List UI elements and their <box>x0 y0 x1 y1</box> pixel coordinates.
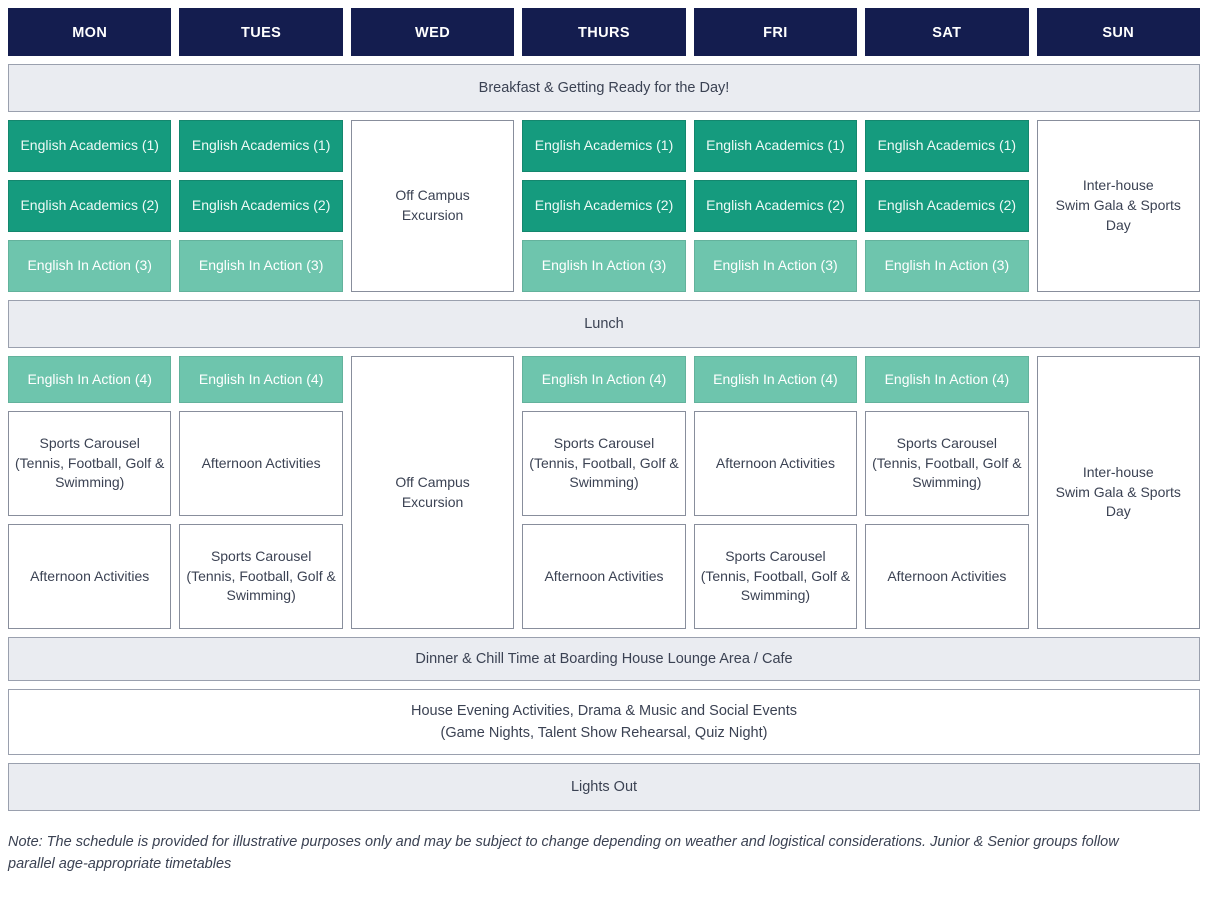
afternoon-column-tues: English In Action (4) Afternoon Activitie… <box>179 356 343 629</box>
banner-dinner: Dinner & Chill Time at Boarding House Lo… <box>8 637 1200 681</box>
morning-block-full[interactable]: Inter-house Swim Gala & Sports Day <box>1036 120 1200 292</box>
afternoon-block[interactable]: Sports Carousel (Tennis, Football, Golf … <box>693 524 858 629</box>
morning-column-fri: English Academics (1) English Academics (… <box>693 120 858 292</box>
afternoon-column-sun: Inter-house Swim Gala & Sports Day <box>1036 356 1200 629</box>
morning-block[interactable]: English Academics (2) <box>522 180 686 232</box>
evening-line-1: House Evening Activities, Drama & Music … <box>410 702 798 719</box>
morning-block[interactable]: English In Action (3) <box>179 240 343 292</box>
footnote-note: Note: The schedule is provided for illus… <box>8 834 1119 873</box>
morning-block[interactable]: English In Action (3) <box>865 240 1029 292</box>
day-header-mon: MON <box>8 8 172 56</box>
day-header-sun: SUN <box>1036 8 1200 56</box>
day-header-sat: SAT <box>865 8 1029 56</box>
morning-column-sun: Inter-house Swim Gala & Sports Day <box>1036 120 1200 292</box>
banner-evening-activities: House Evening Activities, Drama & Music … <box>8 689 1200 755</box>
morning-block[interactable]: English In Action (3) <box>693 240 858 292</box>
morning-block[interactable]: English Academics (2) <box>693 180 858 232</box>
afternoon-block[interactable]: Afternoon Activities <box>693 411 858 516</box>
afternoon-block[interactable]: English In Action (4) <box>865 356 1029 403</box>
afternoon-column-mon: English In Action (4) Sports Carousel (Te… <box>8 356 172 629</box>
day-header-wed: WED <box>350 8 515 56</box>
morning-block[interactable]: English Academics (2) <box>865 180 1029 232</box>
morning-column-thurs: English Academics (1) English Academics (… <box>522 120 686 292</box>
morning-block[interactable]: English Academics (2) <box>179 180 343 232</box>
afternoon-block[interactable]: Sports Carousel (Tennis, Football, Golf … <box>179 524 343 629</box>
afternoon-block[interactable]: Afternoon Activities <box>179 411 343 516</box>
morning-block[interactable]: English Academics (1) <box>8 120 172 172</box>
morning-block[interactable]: English Academics (1) <box>179 120 343 172</box>
morning-column-wed: Off Campus Excursion <box>350 120 515 292</box>
afternoon-session-row: English In Action (4)Sports Carousel (Te… <box>8 356 1200 629</box>
afternoon-block-full[interactable]: Off Campus Excursion <box>350 356 515 629</box>
evening-line-2: (Game Nights, Talent Show Rehearsal, Qui… <box>440 725 768 741</box>
banner-lunch: Lunch <box>8 300 1200 348</box>
afternoon-block[interactable]: Afternoon Activities <box>522 524 686 629</box>
morning-block[interactable]: English Academics (1) <box>865 120 1029 172</box>
banner-breakfast: Breakfast & Getting Ready for the Day! <box>8 64 1200 112</box>
afternoon-column-wed: Off Campus Excursion <box>350 356 515 629</box>
day-header-fri: FRI <box>693 8 858 56</box>
morning-block[interactable]: English Academics (1) <box>522 120 686 172</box>
morning-column-sat: English Academics (1) English Academics (… <box>865 120 1029 292</box>
banner-lights-out: Lights Out <box>8 763 1200 811</box>
afternoon-block[interactable]: Sports Carousel (Tennis, Football, Golf … <box>865 411 1029 516</box>
morning-block[interactable]: English In Action (3) <box>8 240 172 292</box>
afternoon-block[interactable]: Afternoon Activities <box>8 524 172 629</box>
day-header-thurs: THURS <box>522 8 686 56</box>
morning-column-tues: English Academics (1) English Academics (… <box>179 120 343 292</box>
afternoon-block[interactable]: Sports Carousel (Tennis, Football, Golf … <box>8 411 172 516</box>
afternoon-column-sat: English In Action (4) Sports Carousel (Te… <box>865 356 1029 629</box>
afternoon-block[interactable]: English In Action (4) <box>179 356 343 403</box>
afternoon-block[interactable]: Sports Carousel (Tennis, Football, Golf … <box>522 411 686 516</box>
afternoon-column-fri: English In Action (4) Afternoon Activitie… <box>693 356 858 629</box>
morning-block-full[interactable]: Off Campus Excursion <box>350 120 515 292</box>
afternoon-column-thurs: English In Action (4) Sports Carousel (Te… <box>522 356 686 629</box>
afternoon-block-full[interactable]: Inter-house Swim Gala & Sports Day <box>1036 356 1200 629</box>
morning-block[interactable]: English In Action (3) <box>522 240 686 292</box>
afternoon-block[interactable]: English In Action (4) <box>8 356 172 403</box>
afternoon-block[interactable]: English In Action (4) <box>522 356 686 403</box>
morning-block[interactable]: English Academics (2) <box>8 180 172 232</box>
morning-block[interactable]: English Academics (1) <box>693 120 858 172</box>
morning-column-mon: English Academics (1) English Academics (… <box>8 120 172 292</box>
morning-session-row: English Academics (1)English Academics (… <box>8 120 1200 292</box>
afternoon-block[interactable]: English In Action (4) <box>693 356 858 403</box>
afternoon-block[interactable]: Afternoon Activities <box>865 524 1029 629</box>
day-header-tues: TUES <box>179 8 343 56</box>
